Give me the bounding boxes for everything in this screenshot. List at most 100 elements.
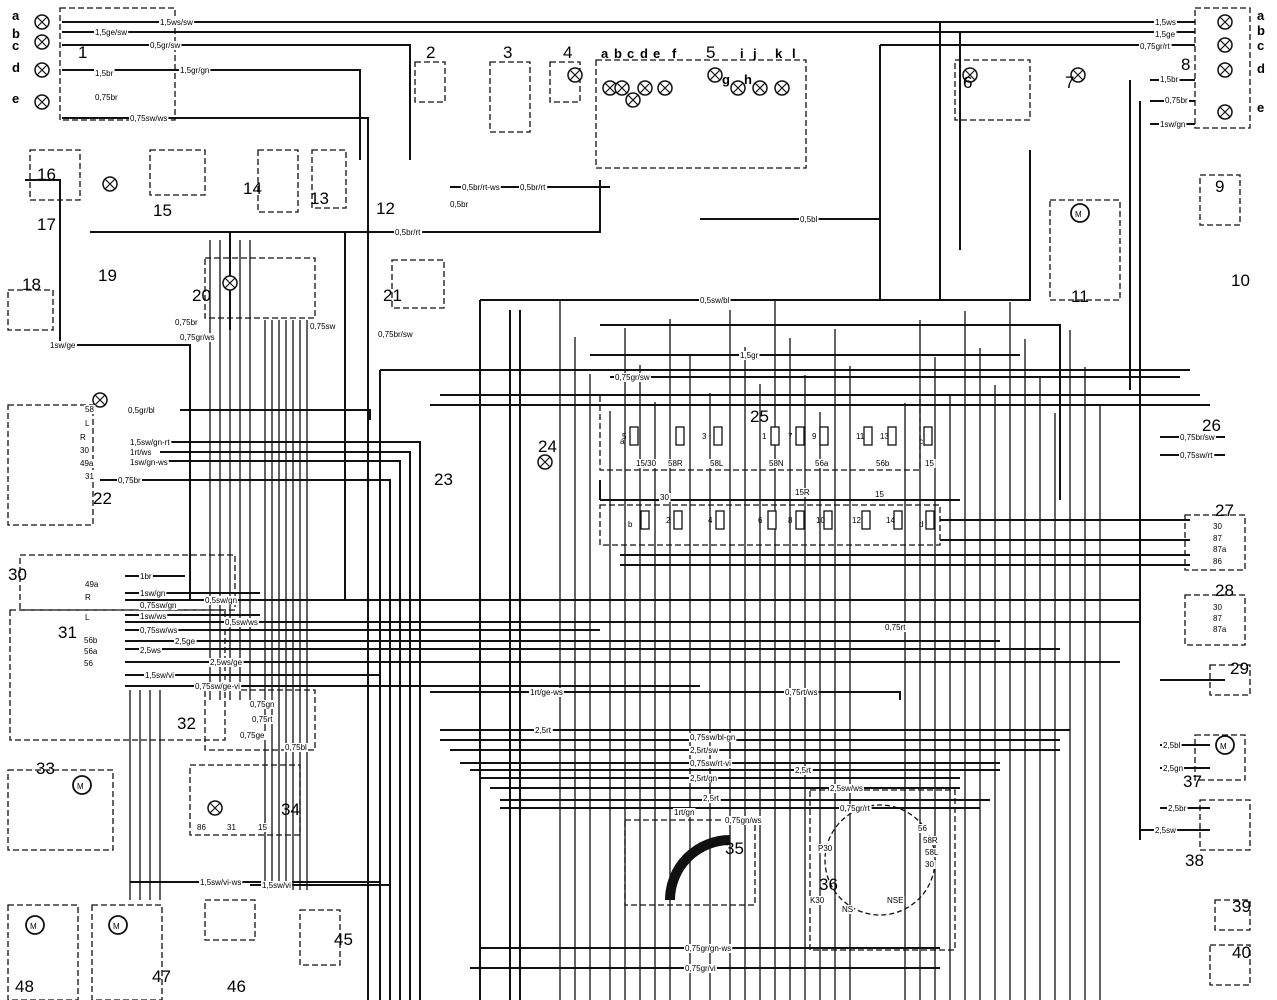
instrument-cluster-letter: j xyxy=(752,46,757,61)
label-bg xyxy=(924,848,940,857)
wire-label: 1sw/gn xyxy=(1160,120,1185,129)
terminal-label: P30 xyxy=(818,844,833,853)
wire-label: 0,75ge xyxy=(240,731,265,740)
terminal-label: 31 xyxy=(227,823,236,832)
terminal-label: K30 xyxy=(810,896,825,905)
label-bg xyxy=(874,490,886,499)
component-number-35: 35 xyxy=(725,839,744,858)
lamp-icon xyxy=(537,454,553,470)
label-bg xyxy=(659,493,671,502)
component-box xyxy=(1209,944,1251,986)
wire xyxy=(90,180,601,233)
fuse-icon xyxy=(770,426,780,446)
terminal-label: 30 xyxy=(1213,522,1222,531)
wire-label: 0,75gr/gn-ws xyxy=(685,944,731,953)
wire xyxy=(600,324,1061,500)
component-number-1: 1 xyxy=(78,43,87,62)
wire-label: 0,75rt xyxy=(252,715,273,724)
wire xyxy=(25,179,191,600)
component-boxes xyxy=(7,7,1251,1000)
label-bg xyxy=(394,228,423,237)
component-box xyxy=(391,259,445,309)
label-bg xyxy=(794,488,811,497)
component-box xyxy=(1199,799,1251,851)
component-number-33: 33 xyxy=(36,759,55,778)
component-number-47: 47 xyxy=(152,967,171,986)
lamp-icon xyxy=(707,67,723,83)
instrument-cluster-letter: e xyxy=(653,46,660,61)
label-bg xyxy=(839,804,872,813)
lamp-icon xyxy=(614,80,630,96)
connector-letter: d xyxy=(12,60,20,75)
fuse-icon xyxy=(861,510,871,530)
component-number-22: 22 xyxy=(93,489,112,508)
label-bg xyxy=(784,688,819,697)
terminal-label: 58 xyxy=(85,405,94,414)
label-bg xyxy=(49,341,77,350)
wire-label: 1sw/ws xyxy=(140,612,166,621)
wire-label: 1,5sw/gn-rt xyxy=(130,438,170,447)
label-bg xyxy=(875,459,891,468)
wire-label: 0,75sw/rt xyxy=(1180,451,1213,460)
fuse-icon xyxy=(673,510,683,530)
label-bg xyxy=(924,459,936,468)
component-box xyxy=(1184,594,1246,646)
fuse-label: 7 xyxy=(788,432,793,441)
component-number-26: 26 xyxy=(1202,416,1221,435)
wire xyxy=(700,200,881,220)
connector-letter: e xyxy=(12,91,19,106)
component-box xyxy=(1184,514,1246,571)
wire-label: 1br xyxy=(140,572,152,581)
label-bg xyxy=(739,351,760,360)
label-bg xyxy=(139,626,179,635)
label-bg xyxy=(84,472,96,481)
component-number-24: 24 xyxy=(538,437,557,456)
label-bg xyxy=(209,658,244,667)
wire-label: 0,75sw/ws xyxy=(140,626,177,635)
label-bg xyxy=(257,823,269,832)
wire-label: 0,75sw/ws xyxy=(130,114,167,123)
label-bg xyxy=(84,613,91,622)
terminal-label: NS xyxy=(842,905,853,914)
terminal-label: 30 xyxy=(80,446,89,455)
component-number-3: 3 xyxy=(503,43,512,62)
component-number-27: 27 xyxy=(1215,501,1234,520)
wire-label: 1,5sw/vi-ws xyxy=(200,878,241,887)
label-bg xyxy=(1154,18,1177,27)
lamp-icon xyxy=(774,80,790,96)
label-bg xyxy=(377,330,414,339)
wire-label: 2,5ws/ge xyxy=(210,658,243,667)
terminal-label: 58R xyxy=(668,459,683,468)
component-number-5: 5 xyxy=(706,43,715,62)
component-box xyxy=(414,61,446,103)
component-box xyxy=(624,819,756,906)
terminal-label: R xyxy=(85,593,91,602)
wire-label: 2,5rt xyxy=(703,794,720,803)
instrument-cluster-letter: a xyxy=(601,46,609,61)
wire-label: 1,5ws/sw xyxy=(160,18,193,27)
label-bg xyxy=(841,905,855,914)
motor-icon: M xyxy=(108,915,128,935)
connector-letter: e xyxy=(1257,100,1264,115)
fuse-label: 8 xyxy=(788,516,793,525)
label-bg xyxy=(1159,120,1187,129)
terminal-label: 31 xyxy=(85,472,94,481)
label-bg xyxy=(129,114,169,123)
terminal-label: 58N xyxy=(769,459,784,468)
instrument-cluster-letter: f xyxy=(672,46,677,61)
component-box xyxy=(599,504,941,546)
terminal-label: L xyxy=(85,613,90,622)
label-bg xyxy=(84,593,92,602)
wire-label: 0,75gr/rt xyxy=(840,804,871,813)
wire-label: 0,75rt xyxy=(885,623,906,632)
fuse-icon xyxy=(795,426,805,446)
component-box xyxy=(204,689,316,751)
label-bg xyxy=(1139,42,1172,51)
motor-icon: M xyxy=(25,915,45,935)
label-bg xyxy=(79,433,87,442)
instrument-cluster-letter: h xyxy=(744,72,752,87)
label-bg xyxy=(226,823,238,832)
terminal-label: L xyxy=(85,419,90,428)
fuse-icon xyxy=(823,510,833,530)
label-bg xyxy=(179,333,216,342)
